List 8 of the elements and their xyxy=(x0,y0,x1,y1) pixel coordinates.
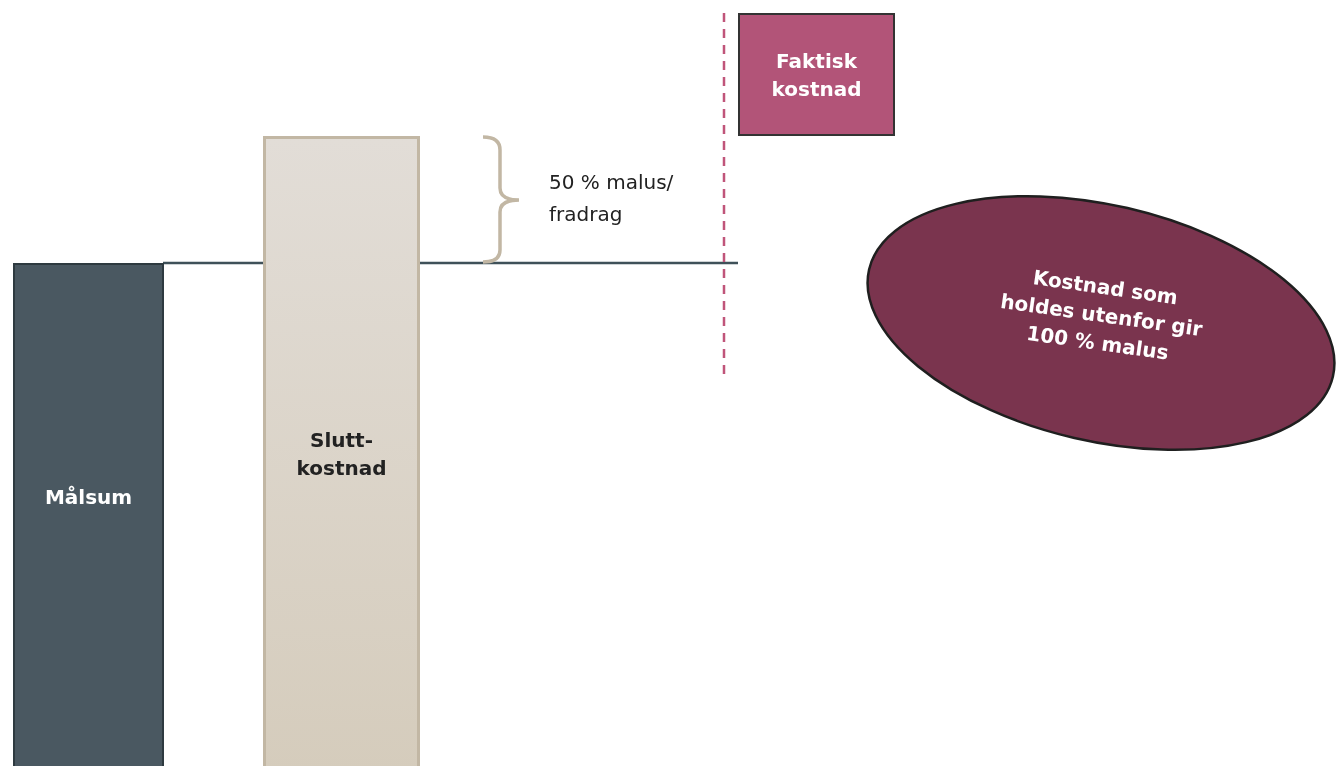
note-text: 50 % malus/ fradrag xyxy=(549,169,675,228)
node-label: Faktisk kostnad xyxy=(770,47,863,103)
cost-box xyxy=(738,13,895,136)
target-bar xyxy=(13,263,164,766)
cost-bar xyxy=(263,136,420,766)
node-label: Målsum xyxy=(44,484,133,511)
node-label: Slutt-kostnad xyxy=(295,427,388,482)
ellipse-label: Kostnad som holdes utenfor gir 100 % malus xyxy=(997,264,1205,367)
